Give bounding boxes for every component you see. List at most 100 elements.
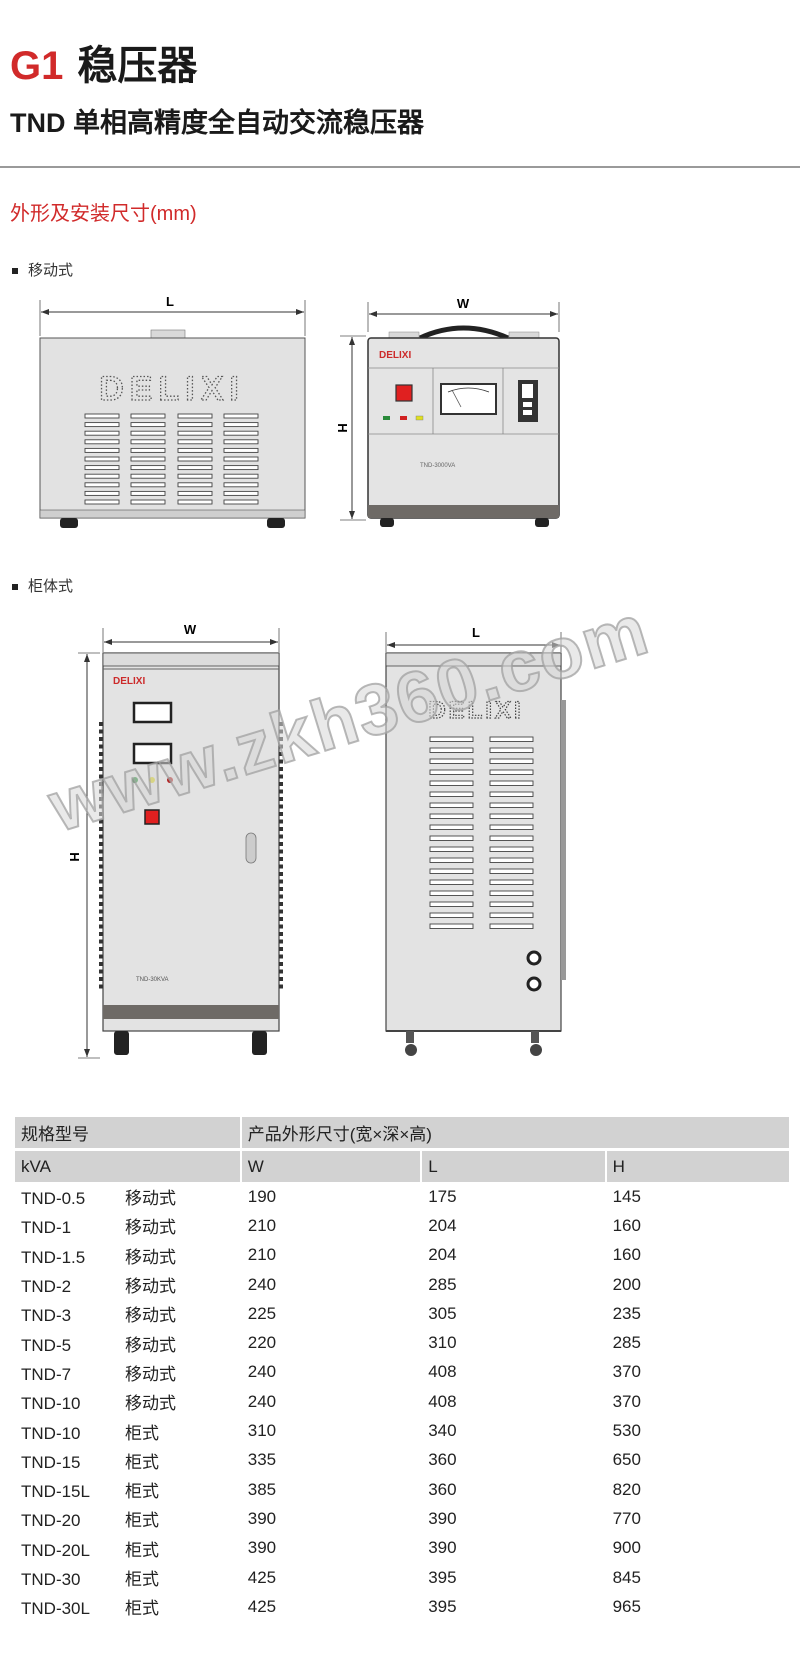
model-type: 移动式: [125, 1335, 176, 1355]
cooling-fin: [279, 804, 283, 809]
cooling-fin: [279, 789, 283, 794]
vent-slot: [130, 482, 166, 488]
vent-slot: [84, 465, 120, 471]
vent-slot: [429, 780, 474, 786]
vent-slot: [489, 923, 534, 929]
model-name: TND-15L: [21, 1482, 90, 1502]
meter-icon: [132, 742, 173, 765]
cooling-fin: [279, 924, 283, 929]
cooling-fin: [99, 887, 103, 891]
cooling-fin: [99, 722, 103, 726]
dim-label-l: L: [166, 294, 174, 309]
cooling-fin: [279, 932, 283, 936]
cooling-fin: [99, 857, 103, 861]
cell-h: 235: [612, 1303, 641, 1323]
vent-slot: [429, 736, 474, 742]
cooling-fin: [99, 932, 103, 936]
terminal-icon: [526, 976, 542, 992]
vent-slot: [489, 835, 534, 841]
vent-slot: [177, 413, 213, 419]
cell-l: 175: [428, 1186, 457, 1206]
model-type: 柜式: [125, 1570, 159, 1589]
cell-h: 770: [612, 1508, 641, 1528]
cell-l: 408: [428, 1391, 457, 1411]
vent-slot: [223, 430, 259, 436]
dim-label-w: W: [457, 296, 470, 311]
cooling-fin: [99, 954, 103, 959]
vent-slot: [489, 791, 534, 797]
vent-slot: [84, 490, 120, 496]
header-kva: kVA: [15, 1148, 240, 1182]
vent-slot: [429, 758, 474, 764]
portable-side-view: L DELIXI: [39, 294, 306, 528]
model-type: 柜式: [125, 1540, 159, 1560]
cooling-fin: [99, 894, 103, 899]
louver-vents: [84, 413, 259, 505]
vent-slot: [130, 473, 166, 479]
cell-l: 305: [428, 1303, 457, 1323]
cooling-fin: [279, 827, 283, 831]
cell-h: 160: [612, 1215, 641, 1235]
model-plate: TND-30KVA: [136, 977, 169, 983]
vent-slot: [489, 802, 534, 808]
cooling-fin: [279, 744, 283, 749]
vent-slot: [489, 780, 534, 786]
vent-slot: [429, 769, 474, 775]
vent-slot: [130, 422, 166, 428]
cell-h: 650: [612, 1450, 641, 1470]
cooling-fin: [279, 864, 283, 869]
cooling-fin: [99, 797, 103, 801]
dim-label-h: H: [335, 423, 350, 432]
brand-logo: DELIXI: [113, 676, 145, 687]
vent-slot: [84, 447, 120, 453]
model-type: 柜式: [125, 1482, 159, 1502]
cooling-fin: [279, 902, 283, 906]
cooling-fin: [279, 834, 283, 839]
cell-l: 285: [428, 1274, 457, 1294]
dim-label-h: H: [67, 852, 82, 861]
vent-slot: [223, 490, 259, 496]
cell-w: 385: [247, 1479, 277, 1499]
cooling-fin: [279, 819, 283, 824]
cabinet-label: 柜体式: [28, 578, 74, 595]
model-type: 柜式: [125, 1511, 159, 1531]
cabinet-side-view: L DELIXI: [385, 625, 566, 1056]
vent-slot: [130, 456, 166, 462]
cooling-fin: [279, 909, 283, 914]
cell-h: 145: [612, 1186, 641, 1206]
vent-slot: [489, 846, 534, 852]
cooling-fin: [99, 827, 103, 831]
cooling-fin: [279, 984, 283, 989]
vent-slot: [429, 912, 474, 918]
cooling-fin: [99, 879, 103, 884]
cooling-fin: [279, 842, 283, 846]
vent-slot: [130, 465, 166, 471]
cooling-fin: [279, 887, 283, 891]
cooling-fin: [99, 752, 103, 756]
brand-logo: DELIXI: [379, 350, 411, 361]
cooling-fin: [279, 894, 283, 899]
model-type: 移动式: [125, 1364, 176, 1384]
model-type: 移动式: [125, 1277, 176, 1297]
cell-h: 285: [612, 1333, 641, 1353]
vent-slot: [130, 499, 166, 505]
cell-w: 425: [247, 1567, 277, 1587]
vent-slot: [177, 456, 213, 462]
vent-slot: [223, 413, 259, 419]
cooling-fin: [99, 969, 103, 974]
dimension-drawings: L DELIXI W H DELIXI TND-3000VA: [39, 294, 566, 1059]
